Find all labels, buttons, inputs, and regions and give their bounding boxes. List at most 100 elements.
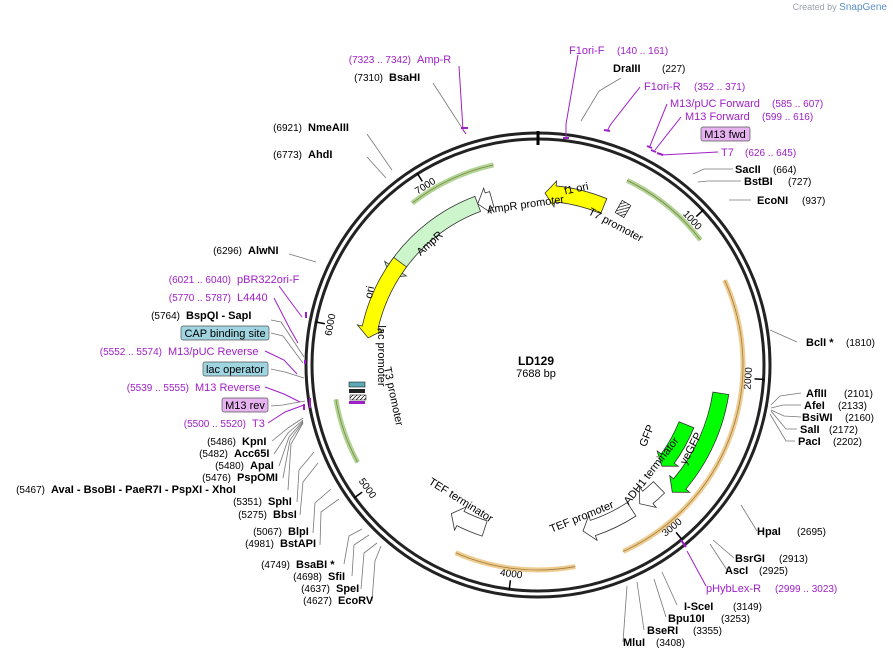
primer-t7-range: (626 .. 645) [745, 148, 796, 159]
feature-tef-terminator [450, 506, 488, 537]
primer-l4440-name: L4440 [237, 292, 268, 304]
tick-7000 [416, 172, 423, 182]
site-nmeaiii-name: NmeAIII [308, 122, 349, 134]
site-spei-pos: (4637) [301, 584, 330, 595]
site-bstapi-pos: (4981) [245, 539, 274, 550]
primer-leaders [264, 54, 719, 587]
site-aflii-pos: (2101) [844, 389, 873, 400]
site-afei-pos: (2133) [838, 401, 867, 412]
site-blpi-name: BlpI [288, 526, 309, 538]
site-sacii-pos: (664) [773, 165, 796, 176]
primer-f1ori-r-range: (352 .. 371) [694, 82, 745, 93]
site-bpu10i-name: Bpu10I [668, 613, 705, 625]
feature-adh1-terminator [639, 481, 666, 509]
boxed-feature-lac-operator: lac operator [202, 361, 269, 377]
lac-operator-label: lac operator [206, 364, 264, 376]
site-bsrgi-name: BsrGI [735, 553, 765, 565]
site-draiii-name: DraIII [613, 63, 641, 75]
credit-prefix: Created by [792, 2, 837, 12]
primer-phyblex-r-name: pHybLex-R [706, 583, 761, 595]
feature-tef-promoter [582, 502, 637, 542]
site-sali-name: SalI [800, 424, 820, 436]
tick-label-2000: 2000 [743, 367, 755, 390]
primer-markers [303, 127, 687, 548]
site-nmeaiii-pos: (6921) [273, 123, 302, 134]
site-bsiwi-name: BsiWI [802, 412, 833, 424]
site-i-scei-name: I-SceI [684, 601, 713, 613]
tick-3000 [675, 531, 684, 541]
primer-t3-name: T3 [252, 418, 265, 430]
primer-m13-reverse-range: (5539 .. 5555) [127, 383, 189, 394]
primer-f1ori-r-name: F1ori-R [644, 81, 681, 93]
plasmid-name: LD129 [518, 354, 554, 368]
site-apai-pos: (5480) [215, 461, 244, 472]
site-bstbi-pos: (727) [788, 177, 811, 188]
site-ahdi-pos: (6773) [273, 150, 302, 161]
primer-f1ori-f-name: F1ori-F [569, 45, 605, 57]
site-bpu10i-pos: (3253) [721, 614, 750, 625]
site-pspomi-name: PspOMI [237, 472, 278, 484]
primer-m13-puc-forward-range: (585 .. 607) [772, 99, 823, 110]
site-bsiwi-pos: (2160) [845, 413, 874, 424]
site-bstbi-name: BstBI [744, 176, 773, 188]
site-mlui-pos: (3408) [656, 638, 685, 649]
site-bcli-name: BclI * [806, 337, 834, 349]
label-ori: ori [363, 285, 377, 299]
outer-arc-line-0 [335, 399, 358, 463]
backbone [304, 131, 772, 599]
tick-1000 [695, 209, 705, 218]
outer-arc-0 [333, 398, 360, 464]
outer-arc-3 [622, 279, 746, 554]
primer-amp-r-name: Amp-R [417, 54, 451, 66]
tick-label-5000: 5000 [356, 476, 378, 501]
site-econi-name: EcoNI [757, 195, 788, 207]
tick-6000 [314, 321, 326, 325]
site-i-scei-pos: (3149) [733, 602, 762, 613]
site-bbsi-pos: (5275) [238, 510, 267, 521]
plasmid-length: 7688 bp [516, 368, 556, 380]
site-alwni-name: AlwNI [248, 245, 279, 257]
primer-m13-puc-forward-name: M13/pUC Forward [670, 98, 760, 110]
label-gfp: GFP [637, 423, 657, 448]
site-ahdi-name: AhdI [308, 149, 332, 161]
site-pspomi-pos: (5476) [202, 473, 231, 484]
site-afei-name: AfeI [804, 400, 825, 412]
tick-5000 [353, 491, 363, 499]
primer-m13-forward-range: (599 .. 616) [762, 112, 813, 123]
outer-arc-line-4 [455, 552, 576, 571]
primer-f1ori-f-range: (140 .. 161) [617, 46, 668, 57]
site-bspqi-sapi-name: BspQI - SapI [186, 310, 251, 322]
site-paci-pos: (2202) [833, 437, 862, 448]
site-labels-left: (7310) BsaHI (6921) NmeAIII (6773) AhdI … [16, 72, 420, 607]
site-paci-name: PacI [798, 436, 821, 448]
m13-fwd-label: M13 fwd [704, 129, 746, 141]
outer-arc-4 [454, 550, 576, 573]
outer-feature-arcs [333, 162, 746, 573]
primer-amp-r-range: (7323 .. 7342) [349, 55, 411, 66]
site-ecorv-name: EcoRV [338, 595, 374, 607]
site-bsabi-name: BsaBI * [296, 559, 335, 571]
site-bsahi-pos: (7310) [354, 73, 383, 84]
primer-phyblex-r-range: (2999 .. 3023) [775, 584, 837, 595]
cap-binding-site-label: CAP binding site [184, 328, 265, 340]
primer-pbr322ori-f-name: pBR322ori-F [237, 274, 300, 286]
site-sacii-name: SacII [735, 164, 761, 176]
tick-label-6000: 6000 [323, 312, 338, 336]
outer-arc-line-2 [626, 179, 701, 241]
site-bsabi-pos: (4749) [261, 560, 290, 571]
site-apai-name: ApaI [250, 460, 274, 472]
site-mlui-name: MluI [623, 637, 645, 649]
site-kpni-name: KpnI [242, 436, 266, 448]
site-ecorv-pos: (4627) [303, 596, 332, 607]
snapgene-logo-text: SnapGene [839, 2, 887, 13]
site-xhoi-group-pos: (5467) [16, 485, 45, 496]
site-labels-right: DraIII (227) SacII (664) BstBI (727) Eco… [613, 63, 875, 649]
site-hpai-name: HpaI [757, 526, 781, 538]
site-sali-pos: (2172) [829, 425, 858, 436]
site-bbsi-name: BbsI [273, 509, 297, 521]
tick-4000 [508, 580, 512, 591]
label-t3-promoter: T3 promoter [381, 366, 405, 427]
site-asci-name: AscI [725, 565, 748, 577]
snapgene-credit: Created by SnapGene [793, 2, 887, 13]
site-kpni-pos: (5486) [207, 437, 236, 448]
